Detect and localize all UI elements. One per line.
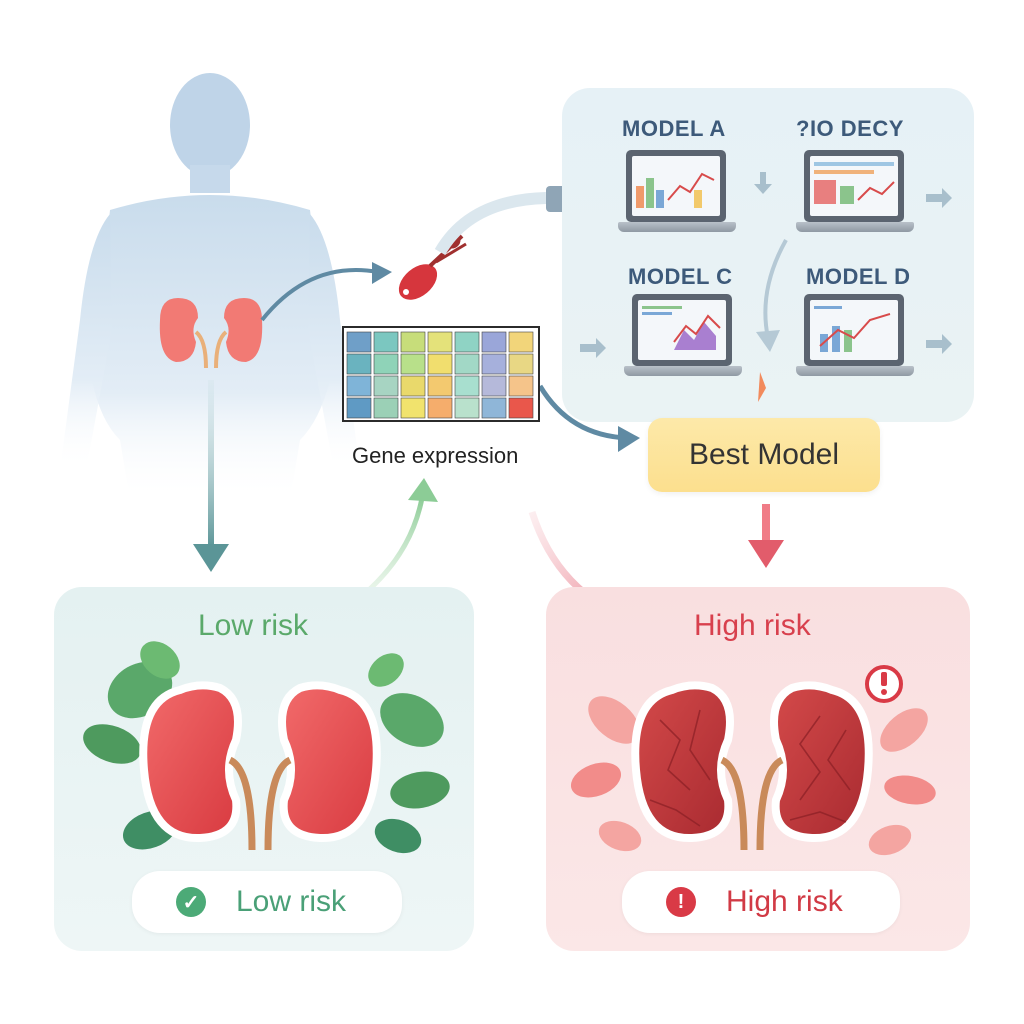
heatmap-cell: [373, 331, 399, 353]
arrow-to-low-risk: [193, 380, 229, 572]
heatmap-cell: [427, 375, 453, 397]
check-icon: ✓: [176, 887, 206, 917]
arrow-to-best-model: [537, 384, 640, 452]
heatmap-cell: [427, 331, 453, 353]
heatmap-cell: [346, 353, 372, 375]
exclamation-icon: !: [666, 887, 696, 917]
heatmap-cell: [454, 331, 480, 353]
heatmap-cell: [481, 353, 507, 375]
model-b-chart-icon: [814, 162, 895, 204]
heatmap-cell: [427, 353, 453, 375]
heatmap-cell: [346, 331, 372, 353]
body-kidneys-icon: [159, 298, 263, 369]
heatmap-cell: [454, 397, 480, 419]
model-c-laptop-icon: [624, 294, 742, 384]
model-b-label: ?IO DECY: [796, 116, 904, 141]
arrow-to-biopsy: [260, 262, 392, 322]
low-risk-title: Low risk: [198, 609, 309, 642]
heatmap-cell: [400, 353, 426, 375]
heatmap-cell: [400, 375, 426, 397]
gene-expression-label: Gene expression: [352, 443, 519, 468]
high-risk-pill-label: High risk: [726, 885, 843, 918]
gene-expression-heatmap: [342, 326, 540, 422]
heatmap-cell: [481, 331, 507, 353]
low-risk-pill-label: Low risk: [236, 885, 347, 918]
low-risk-pill: ✓ Low risk: [132, 871, 402, 933]
heatmap-cell: [373, 375, 399, 397]
best-model-box: Best Model: [648, 418, 880, 492]
model-a-label: MODEL A: [622, 116, 726, 141]
model-c-chart-icon: [642, 306, 721, 350]
heatmap-cell: [346, 375, 372, 397]
heatmap-cell: [454, 353, 480, 375]
high-risk-title: High risk: [694, 609, 811, 642]
arrow-best-to-high: [748, 504, 784, 568]
heatmap-cell: [508, 375, 534, 397]
biopsy-tool-icon: [398, 231, 467, 300]
model-d-chart-icon: [814, 306, 891, 352]
model-a-laptop-icon: [618, 150, 736, 240]
high-risk-pill: ! High risk: [622, 871, 900, 933]
heatmap-cell: [454, 375, 480, 397]
heatmap-cell: [427, 397, 453, 419]
best-model-label: Best Model: [688, 438, 840, 471]
heatmap-cell: [481, 375, 507, 397]
heatmap-cell: [481, 397, 507, 419]
heatmap-cell: [373, 353, 399, 375]
human-body-silhouette: [60, 73, 360, 500]
model-a-chart-icon: [636, 172, 715, 208]
heatmap-cell: [373, 397, 399, 419]
model-d-laptop-icon: [796, 294, 914, 384]
model-c-label: MODEL C: [628, 264, 733, 289]
heatmap-cell: [508, 353, 534, 375]
heatmap-cell: [400, 331, 426, 353]
arrow-to-gene-expression: [350, 478, 438, 606]
model-d-label: MODEL D: [806, 264, 911, 289]
heatmap-cell: [508, 397, 534, 419]
heatmap-cell: [346, 397, 372, 419]
model-b-laptop-icon: [796, 150, 914, 240]
heatmap-cell: [400, 397, 426, 419]
heatmap-cell: [508, 331, 534, 353]
